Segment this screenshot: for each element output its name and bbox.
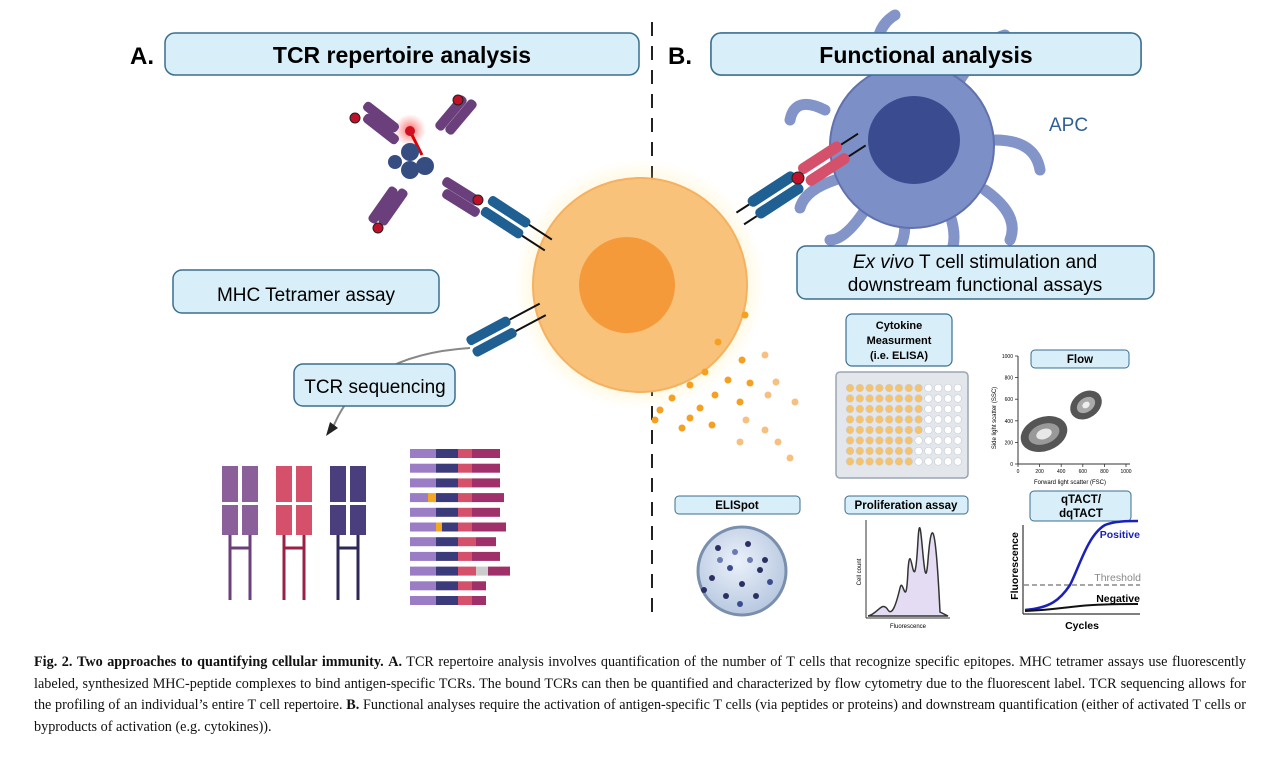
flow-title-box xyxy=(1030,349,1130,369)
caption-a-text: TCR repertoire analysis involves quantif… xyxy=(34,654,1247,713)
cytokine-line2: Measurment xyxy=(867,335,932,347)
caption-fig-title: Two approaches to quantifying cellular i… xyxy=(76,654,384,670)
flow-ytick: 1000 xyxy=(1002,354,1013,360)
elispot-spots xyxy=(701,541,773,607)
tcr-diversity xyxy=(222,466,366,600)
flow-ytick: 800 xyxy=(1005,376,1014,382)
stimulation-line1: Ex vivo T cell stimulation and xyxy=(853,252,1097,273)
proliferation-title-box xyxy=(844,495,969,515)
flow-ylabel: Side light scatter (SSC) xyxy=(992,387,998,449)
flow-xtick: 200 xyxy=(1035,469,1044,475)
flow-xtick: 600 xyxy=(1079,469,1088,475)
flow-xtick: 800 xyxy=(1100,469,1109,475)
qtact-xlabel: Cycles xyxy=(1065,620,1099,632)
proliferation-ylabel: Cell count xyxy=(857,558,863,585)
tetramer-label: MHC Tetramer assay xyxy=(217,285,396,306)
elispot-title: ELISpot xyxy=(715,500,759,512)
apc-label: APC xyxy=(1049,115,1088,136)
panel-a-letter: A. xyxy=(130,43,154,70)
cytokine-box xyxy=(845,313,953,367)
mhc-tetramer xyxy=(349,94,484,234)
tcr-mhc-complex xyxy=(735,132,867,226)
t-cell xyxy=(515,160,765,410)
cytokine-line3: (i.e. ELISA) xyxy=(870,350,928,362)
cytokine-line1: Cytokine xyxy=(876,320,922,332)
flow-xtick: 1000 xyxy=(1120,469,1131,475)
qtact-negative: Negative xyxy=(1096,593,1140,605)
flow-xtick: 400 xyxy=(1057,469,1066,475)
flow-ytick: 600 xyxy=(1005,397,1014,403)
flow-ytick: 200 xyxy=(1005,440,1014,446)
qtact-title-box xyxy=(1029,490,1132,522)
sequence-reads xyxy=(410,449,510,605)
proliferation-plot xyxy=(865,520,950,619)
qtact-title-line2: dqTACT xyxy=(1059,508,1103,520)
flow-xlabel: Forward light scatter (FSC) xyxy=(1034,480,1106,486)
caption-fig-label: Fig. 2. xyxy=(34,654,73,670)
panel-a-banner xyxy=(164,32,640,76)
panel-b-banner-front xyxy=(710,32,1142,76)
tcr-bound xyxy=(480,196,553,252)
caption-a-label: A. xyxy=(388,654,403,670)
caption-b-text: Functional analyses require the activati… xyxy=(34,697,1247,735)
stimulation-box xyxy=(796,245,1155,300)
figure-illustration: A. TCR repertoire analysis B. APC Functi… xyxy=(130,9,1155,632)
elisa-wells xyxy=(845,383,962,466)
stimulation-line2: downstream functional assays xyxy=(848,275,1103,296)
proliferation-xlabel: Fluorescence xyxy=(890,624,927,630)
qtact-threshold: Threshold xyxy=(1094,572,1141,584)
qtact-title-line1: qTACT/ xyxy=(1061,494,1102,506)
flow-ytick: 400 xyxy=(1005,419,1014,425)
panel-a-title: TCR repertoire analysis xyxy=(273,42,531,68)
panel-b-letter: B. xyxy=(668,43,692,70)
flow-title: Flow xyxy=(1067,354,1093,366)
figure-caption: Fig. 2. Two approaches to quantifying ce… xyxy=(34,652,1246,738)
qtact-positive: Positive xyxy=(1100,529,1140,541)
proliferation-title: Proliferation assay xyxy=(855,500,959,512)
caption-b-label: B. xyxy=(346,697,360,713)
sequencing-label: TCR sequencing xyxy=(304,377,446,398)
flow-ytick: 0 xyxy=(1010,462,1013,468)
qtact-plot xyxy=(1022,519,1140,615)
elispot-title-box xyxy=(674,495,801,515)
tcr-free xyxy=(466,302,547,357)
panel-b-title: Functional analysis xyxy=(819,42,1032,68)
flow-xtick: 0 xyxy=(1017,469,1020,475)
flow-plot: 0 200 400 600 800 1000 0 200 400 600 800 1000 xyxy=(1002,354,1132,475)
qtact-ylabel: Fluorescence xyxy=(1009,532,1021,600)
cytokine-dots xyxy=(651,311,799,462)
tetramer-box xyxy=(172,269,440,314)
sequencing-box xyxy=(293,363,456,407)
